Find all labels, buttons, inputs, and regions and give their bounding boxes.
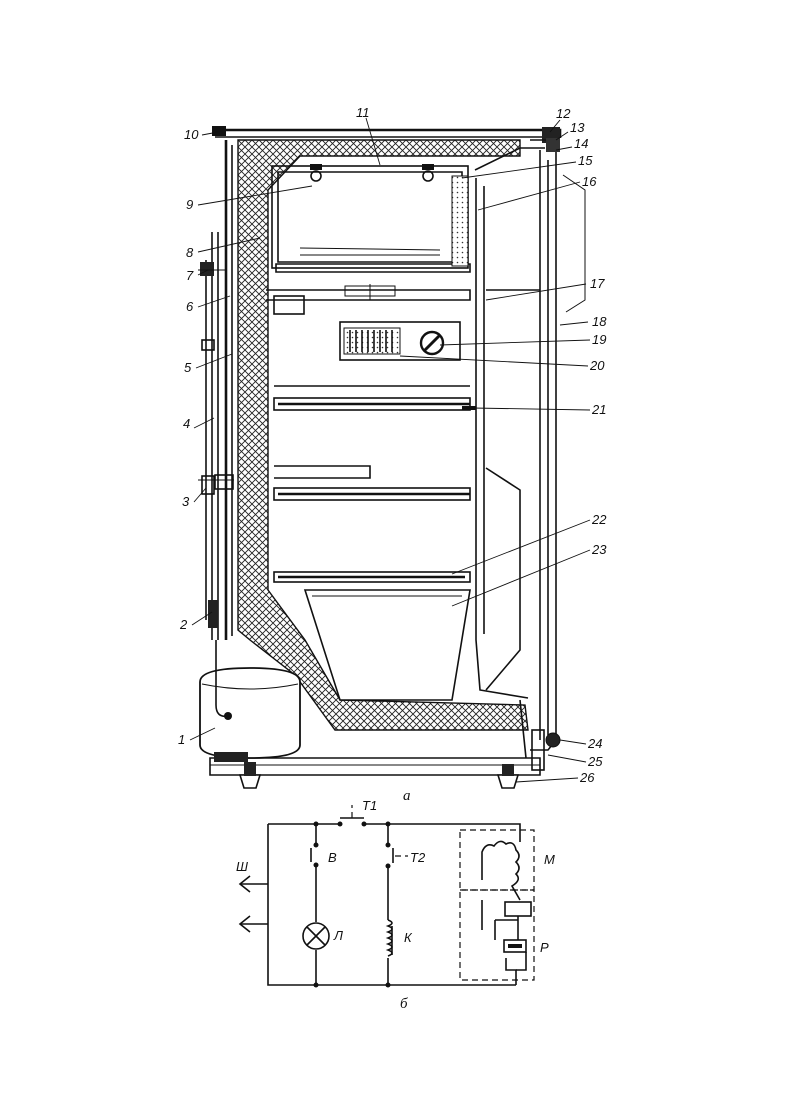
callout-25: 25: [587, 754, 603, 769]
callout-1: 1: [178, 732, 185, 747]
foot-left: [240, 775, 260, 788]
callout-12: 12: [556, 106, 571, 121]
wiring-schematic: [240, 805, 534, 988]
callout-13: 13: [570, 120, 585, 135]
refrigerator-door: [475, 138, 585, 770]
refrigerator-section: [198, 126, 585, 788]
callout-19: 19: [592, 332, 606, 347]
motor-box: [460, 830, 534, 890]
label-lamp: Л: [333, 928, 343, 943]
callout-24: 24: [587, 736, 602, 751]
callout-11: 11: [356, 105, 370, 120]
callout-7: 7: [186, 268, 194, 283]
label-plug: Ш: [236, 859, 248, 874]
callout-18: 18: [592, 314, 607, 329]
label-t1: Т1: [362, 798, 377, 813]
label-coil: К: [404, 930, 413, 945]
callout-20: 20: [589, 358, 605, 373]
callout-8: 8: [186, 245, 194, 260]
shelves: [274, 386, 470, 582]
callout-4: 4: [183, 416, 190, 431]
callout-23: 23: [591, 542, 607, 557]
callout-3: 3: [182, 494, 190, 509]
callout-26: 26: [579, 770, 595, 785]
condenser-piping: [198, 232, 234, 640]
callout-5: 5: [184, 360, 192, 375]
caption-b: б: [400, 996, 408, 1012]
label-motor: М: [544, 852, 555, 867]
label-t2: Т2: [410, 850, 426, 865]
label-switch: В: [328, 850, 337, 865]
callout-9: 9: [186, 197, 193, 212]
callout-14: 14: [574, 136, 588, 151]
callout-21: 21: [591, 402, 606, 417]
callout-6: 6: [186, 299, 194, 314]
callout-16: 16: [582, 174, 597, 189]
callout-22: 22: [591, 512, 607, 527]
foot-right: [498, 775, 518, 788]
callout-17: 17: [590, 276, 605, 291]
caption-a: а: [403, 788, 411, 804]
callout-10: 10: [184, 127, 199, 142]
label-relay: Р: [540, 940, 549, 955]
callout-2: 2: [179, 617, 188, 632]
cabinet-corner-left: [212, 126, 226, 136]
relay-box: [460, 890, 534, 980]
freezer-compartment: [272, 166, 468, 268]
callout-15: 15: [578, 153, 593, 168]
